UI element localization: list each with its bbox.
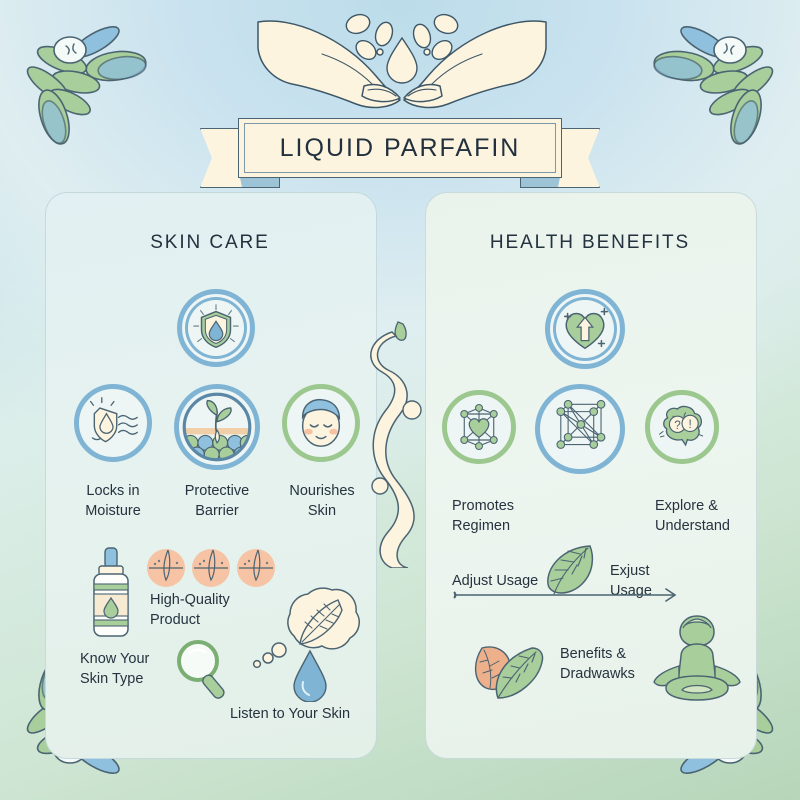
calm-face-glyph (301, 398, 341, 447)
divider-bubble (371, 477, 389, 495)
right-arrow-icon (453, 588, 677, 602)
caption-protective-barrier: Protective Barrier (184, 483, 250, 519)
droplet-shield-waves-icon (74, 384, 152, 462)
caption-nourishes-skin: Nourishes Skin (289, 483, 355, 519)
heart-network-icon (442, 390, 516, 464)
thought-cloud-feather-icon (252, 587, 360, 669)
molecule-network-icon (535, 384, 625, 474)
droplet-waves-glyph (89, 397, 138, 443)
plant-soil-layers-icon (174, 384, 260, 470)
brain-glyph: ? ! (659, 405, 704, 447)
heart-up-arrow-icon (545, 289, 625, 369)
caption-benefits-drawbacks: Benefits & Dradwawks (560, 646, 635, 682)
heart-network-glyph (460, 403, 498, 451)
leaf-icon (547, 545, 594, 595)
divider-bubble (402, 400, 422, 420)
caption-locks-in-moisture: Locks in Moisture (85, 483, 141, 519)
flow-start-label: Adjust Usage (452, 573, 539, 589)
title-ribbon: LIQUID PARFAFIN (200, 108, 600, 188)
section-heading-skin-care: SKIN CARE (150, 232, 270, 253)
shield-droplet-glyph (193, 304, 239, 349)
caption-high-quality-product: High-Quality Product (150, 592, 230, 628)
cupped-hands-with-droplets (257, 13, 547, 109)
hair-follicle-swatches (147, 549, 275, 587)
water-droplet-icon (293, 649, 327, 702)
ribbon-banner: LIQUID PARFAFIN (238, 118, 562, 178)
page-title: LIQUID PARFAFIN (279, 133, 521, 162)
brain-question-icon: ? ! (645, 390, 719, 464)
heart-arrow-glyph (563, 307, 609, 350)
magnifier-icon (177, 640, 225, 699)
shield-droplet-icon (177, 289, 255, 367)
caption-listen-to-your-skin: Listen to Your Skin (229, 706, 351, 722)
section-heading-health-benefits: HEALTH BENEFITS (489, 232, 691, 253)
caption-explore-understand: Explore & Understand (655, 498, 730, 534)
leaf-spray-ornament (653, 26, 774, 145)
wavy-liquid-divider (370, 321, 422, 568)
plant-soil-glyph (182, 392, 252, 462)
caption-promotes-regimen: Promotes Regimen (452, 498, 515, 534)
caption-know-your-skin-type: Know Your Skin Type (80, 651, 150, 687)
dropper-bottle-icon (93, 547, 129, 637)
calm-face-icon (282, 384, 360, 462)
svg-text:!: ! (688, 418, 691, 431)
two-leaves-icon (475, 646, 544, 699)
meditating-person-icon (653, 615, 741, 701)
svg-text:?: ? (674, 419, 681, 432)
leaf-spray-ornament (26, 26, 147, 145)
molecule-network-glyph (556, 399, 606, 449)
